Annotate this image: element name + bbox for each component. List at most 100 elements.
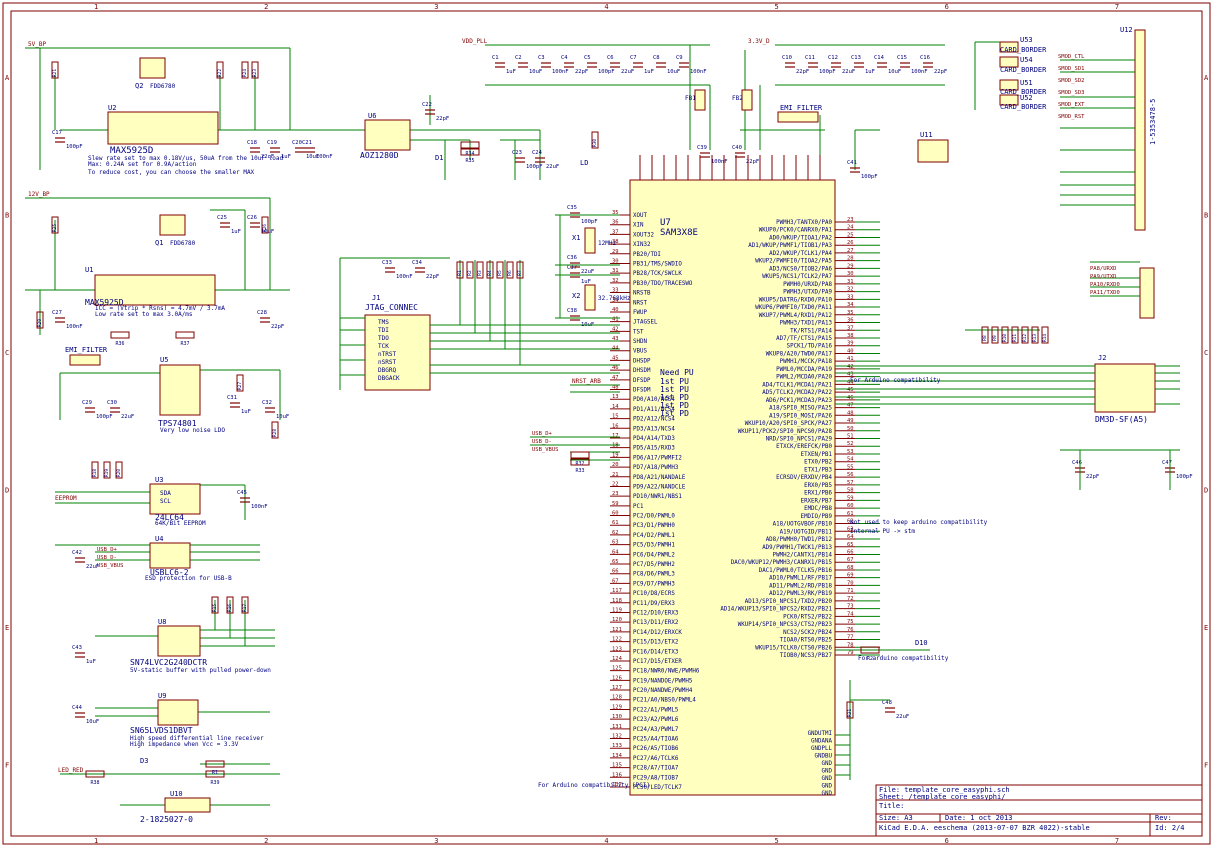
net-12v-bp: 12V_BP: [28, 191, 50, 198]
capacitor-ref: C9: [676, 55, 683, 61]
note-15: For Arduino compatibility: [850, 377, 941, 384]
u4-value: USBLC6-2: [150, 568, 189, 577]
u7-pin-number: 132: [612, 734, 622, 740]
u7-pin-number: 56: [847, 472, 854, 478]
u7-pin-number: 38: [847, 333, 854, 339]
u7-pin-name: WKUP11/PCK2/SPI0_NPCS0/PA28: [738, 429, 833, 435]
u7-pin-number: 59: [847, 495, 854, 501]
capacitor-ref: C19: [267, 140, 277, 146]
u7-pin-number: 127: [612, 685, 622, 691]
u7-pin-name: AD6/PCK1/MCDA3/PA23: [766, 398, 833, 404]
u7-pin-number: 60: [612, 511, 619, 517]
resistor: [466, 261, 474, 279]
border-col-label: 6: [945, 3, 949, 11]
u7-pin-number: 67: [847, 557, 854, 563]
capacitor-value: 22pF: [934, 69, 947, 75]
u7-pin-name: WKUP14/SPI0_NPCS3/CTS2/PB23: [738, 622, 833, 628]
note-2: Max: 0.24A set for 0.9A/action: [88, 161, 197, 168]
u7-pin-number: 134: [612, 753, 623, 759]
capacitor-ref: C22: [422, 102, 432, 108]
u7-pin-number: 30: [847, 271, 854, 277]
j1-body: [364, 314, 431, 391]
u12-body: [1134, 29, 1146, 231]
u7-pin-name: PC11/D9/ERX3: [633, 601, 675, 607]
u7-pin-name: AD4/TCLK1/MCDA1/PA21: [762, 382, 832, 388]
u7-pin-number: 50: [847, 426, 854, 432]
u7-1st-pd-a: 1st PD: [660, 393, 689, 402]
u7-pin-name: WKUP5/NCS1/TCLK2/PA7: [762, 274, 832, 280]
capacitor-value: 100pF: [66, 144, 83, 150]
capacitor-ref: C44: [72, 705, 83, 711]
u7-pin-name: DAC1/PWML0/TCLK5/PB16: [759, 568, 833, 574]
u7-pin-number: 65: [847, 542, 854, 548]
jtag-wiring: [339, 214, 620, 461]
u7-value: SAM3X8E: [660, 228, 698, 238]
serial-net-label: PA9/UTXD: [1090, 274, 1117, 280]
resistor-ref: R18: [92, 469, 98, 477]
capacitor-value: 22pF: [575, 69, 588, 75]
u4-ref: U4: [155, 535, 163, 543]
u7-pin-number: 69: [847, 573, 854, 579]
u53-body: [999, 41, 1019, 53]
note-14: Internal PU -> stm: [850, 528, 915, 535]
usb-net-label: USB_VBUS: [532, 447, 559, 453]
connector-net-label: SMOD_SD1: [1058, 66, 1085, 72]
u7-pin-name: PWML0/MCCDA/PA19: [776, 367, 832, 373]
capacitor-ref: C35: [567, 205, 577, 211]
u7-pin-name: PWMH2/CANTX1/PB14: [773, 552, 833, 558]
u7-pin-name: PWMH3/TANTX0/PA0: [776, 220, 832, 226]
u7-pin-number: 48: [612, 385, 619, 391]
connector-net-label: SMOD_SD2: [1058, 78, 1085, 84]
u7-pin-number: 64: [847, 534, 854, 540]
conn-body: [1139, 267, 1155, 319]
serial-net-label: PA8/URXD: [1090, 266, 1117, 272]
u7-pin-name: PC21/A0/NBS0/PWML4: [633, 698, 696, 704]
u7-gnd-pin-name: GND: [822, 791, 833, 797]
note-6: Very low noise LDO: [160, 427, 225, 434]
fb2-ref: FB2: [732, 95, 743, 102]
u7-ref: U7: [660, 218, 671, 228]
u7-pin-number: 63: [612, 540, 619, 546]
decoupling-bank-1: [485, 44, 945, 170]
net-labels: 5V_BP 12V_BP VDD_PLL 3.3V_D NRST_ARB EEP…: [28, 38, 770, 774]
jtag-pin-name: DBGRQ: [378, 367, 396, 374]
u7-pin-number: 33: [612, 288, 619, 294]
u2-ref: U2: [108, 104, 116, 112]
u7-pin-number: 13: [612, 394, 619, 400]
net-nrst: NRST_ARB: [572, 378, 601, 385]
u7-pin-name: AD14/WKUP13/SPI0_NPCS2/RXD2/PB21: [720, 607, 832, 613]
resistor-ref: R31: [847, 709, 853, 717]
u7-pin-number: 20: [612, 462, 619, 468]
net-lists: TMSTDITDOTCKnTRSTnSRSTDBGRQDBGACKSMOD_CT…: [97, 54, 1120, 569]
capacitor-ref: C3: [538, 55, 545, 61]
u7-pin-name: PD4/A14/TXD3: [633, 436, 675, 442]
u7-pin-name: PWMH3/TXD1/PA13: [780, 321, 833, 327]
u7-pin-name: PC15/D13/ETX2: [633, 640, 678, 646]
u7-pin-name: TIOB0/NCS3/PB27: [780, 653, 833, 659]
capacitor-value: 22uF: [842, 69, 855, 75]
resistor-ref: R2: [467, 270, 473, 276]
u2-body: [107, 111, 219, 145]
capacitor-ref: C36: [567, 255, 577, 261]
jtag-pin-name: TDI: [378, 327, 389, 334]
resistor-ref: R17: [242, 604, 248, 612]
u7-pin-name: PD6/A17/PWMFI2: [633, 455, 682, 461]
capacitor-ref: C21: [302, 140, 312, 146]
capacitor-value: 22pF: [1086, 474, 1099, 480]
u7-pin-number: 39: [847, 341, 854, 347]
border-row-label: E: [5, 624, 9, 632]
note-16: For arduino compatibility: [858, 655, 949, 662]
u7-pin-number: 40: [612, 307, 619, 313]
u7-pin-name: PWMH1/MCCK/PA18: [780, 359, 833, 365]
u7-pin-name: AD12/PWML3/RK/PB19: [769, 591, 832, 597]
capacitor-value: 1uF: [86, 659, 96, 665]
tb-kicad: KiCad E.D.A. eeschema (2013-07-07 BZR 40…: [879, 824, 1090, 832]
u7-pin-number: 66: [612, 569, 619, 575]
u1-ref: U1: [85, 266, 93, 274]
capacitor-ref: C31: [227, 395, 237, 401]
u7-pin-number: 35: [847, 310, 854, 316]
u7-pin-name: PC10/D8/ECRS: [633, 591, 675, 597]
capacitor-value: 22uF: [621, 69, 634, 75]
u7-pin-number: 31: [847, 279, 854, 285]
u7-pin-name: PWMH0/URXD/PA8: [783, 282, 832, 288]
